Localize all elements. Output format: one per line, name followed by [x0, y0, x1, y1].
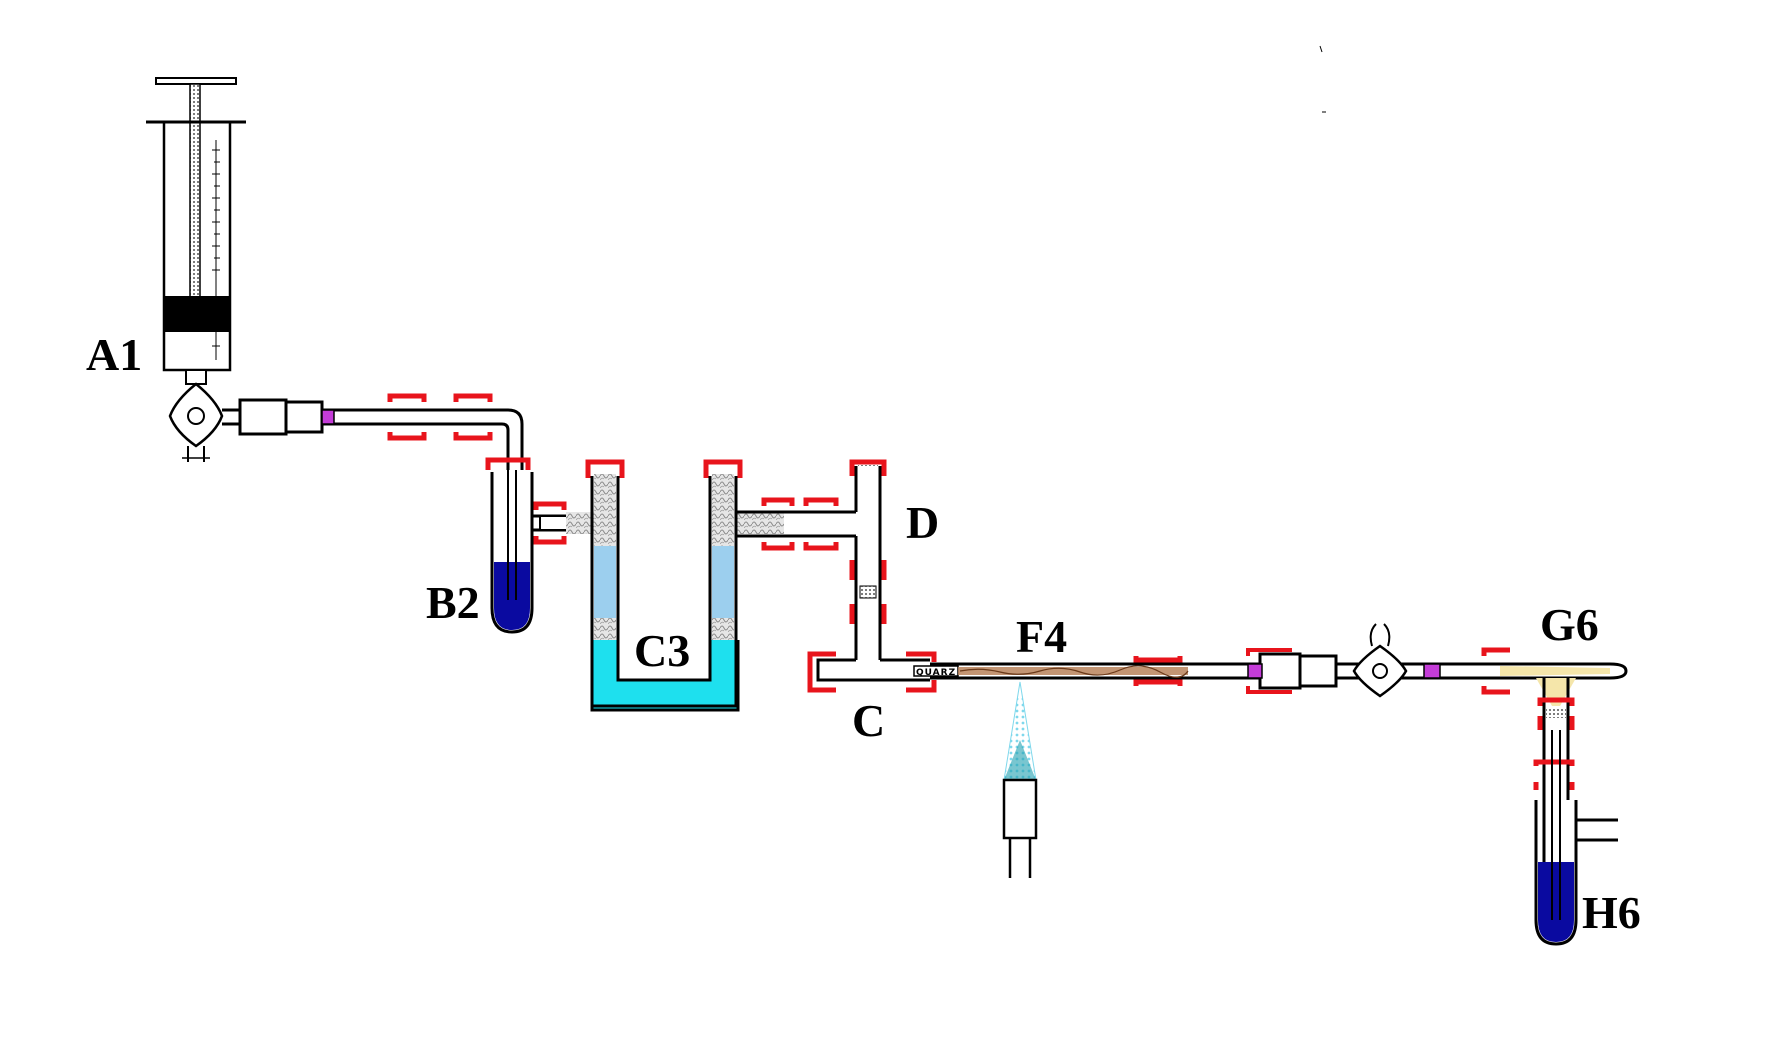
label-c3: C3 [634, 625, 690, 676]
label-b2: B2 [426, 577, 480, 628]
elbow-c [807, 651, 937, 693]
burner [1002, 681, 1038, 878]
quartz-label: QUARZ [916, 668, 956, 678]
label-c: C [852, 695, 885, 746]
drying-tube-d [803, 459, 887, 660]
syringe-a1 [146, 77, 246, 462]
valve-assembly [1246, 623, 1441, 698]
label-f4: F4 [1016, 611, 1067, 662]
trap-b2 [485, 457, 590, 634]
u-tube-c3 [566, 459, 810, 712]
label-h6: H6 [1582, 887, 1641, 938]
trap-h6 [1533, 730, 1618, 946]
tube-a1-b2 [222, 393, 524, 470]
label-g6: G6 [1540, 599, 1599, 650]
label-d: D [906, 497, 939, 548]
label-a1: A1 [86, 329, 142, 380]
